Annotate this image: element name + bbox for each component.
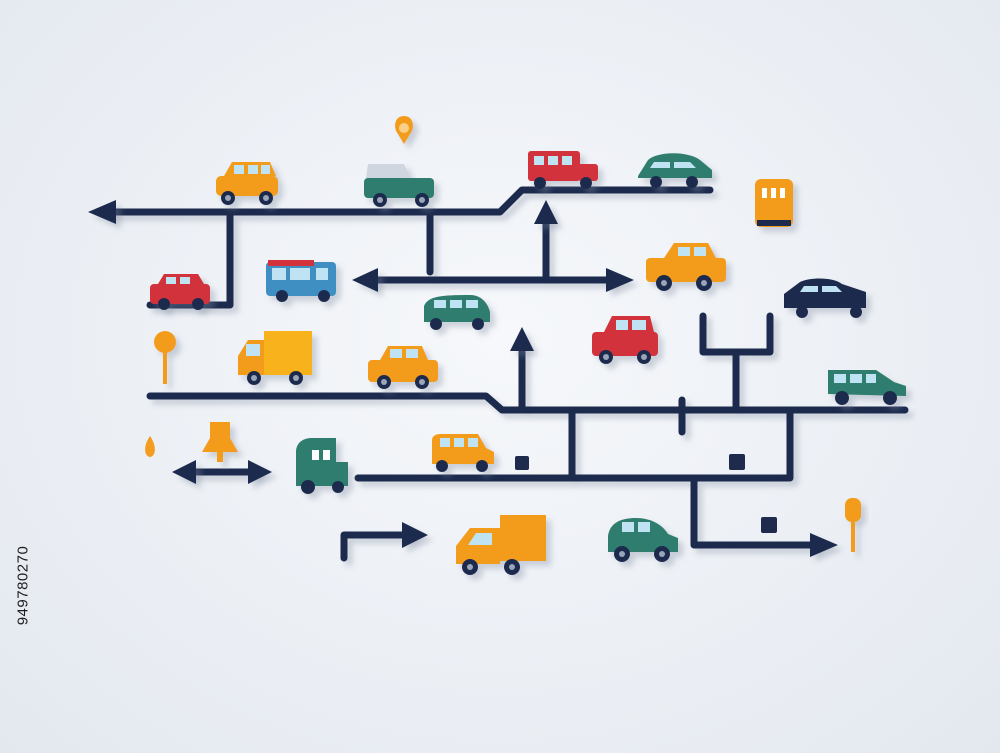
location-pin-icon [154, 331, 176, 384]
navy-sedan [784, 278, 866, 318]
arrow-heads [88, 200, 838, 557]
teal-suv-2 [828, 370, 906, 405]
red-car [150, 274, 210, 310]
left-arrow-icon [88, 200, 116, 224]
top-road-drop-left [146, 208, 234, 309]
bottom-branch [690, 474, 819, 549]
right-arrow-icon [402, 522, 428, 548]
teal-truck-cab [296, 438, 348, 494]
double-arrow-icon [248, 460, 272, 484]
double-arrow-icon [172, 460, 196, 484]
bus-icon [755, 179, 793, 227]
map-pin-icon [395, 116, 413, 144]
red-van [528, 151, 598, 189]
yellow-truck [238, 331, 312, 385]
teal-car [424, 295, 490, 330]
teal-sedan [638, 153, 712, 188]
blue-van [266, 260, 336, 302]
orange-van [432, 434, 494, 472]
road-markers [515, 454, 777, 533]
top-road [104, 186, 714, 216]
road-marker [515, 456, 529, 470]
drop-pin-icon [145, 436, 155, 457]
fork-connector [699, 312, 774, 356]
image-id-text: 949780270 [14, 545, 32, 625]
red-hatchback [592, 316, 658, 364]
turn-arrow-shaft [340, 531, 414, 562]
orange-hatchback [368, 346, 438, 389]
up-arrow-icon [510, 327, 534, 351]
road-marker [761, 517, 777, 533]
road-marker [729, 454, 745, 470]
teal-beetle [608, 518, 678, 562]
teal-suv [364, 164, 434, 207]
right-arrow-icon [810, 533, 838, 557]
roads [104, 186, 909, 562]
orange-truck [456, 515, 546, 575]
yellow-car [646, 243, 726, 291]
signpost-icon [845, 498, 861, 552]
orange-car [216, 162, 278, 205]
up-arrow-icon [534, 200, 558, 224]
middle-road [146, 392, 909, 414]
lower-road-right [696, 406, 794, 482]
right-arrow-icon [606, 268, 634, 292]
traffic-sign-icon [202, 422, 238, 462]
image-id-label: 949780270 [10, 515, 36, 655]
left-arrow-icon [352, 268, 378, 292]
